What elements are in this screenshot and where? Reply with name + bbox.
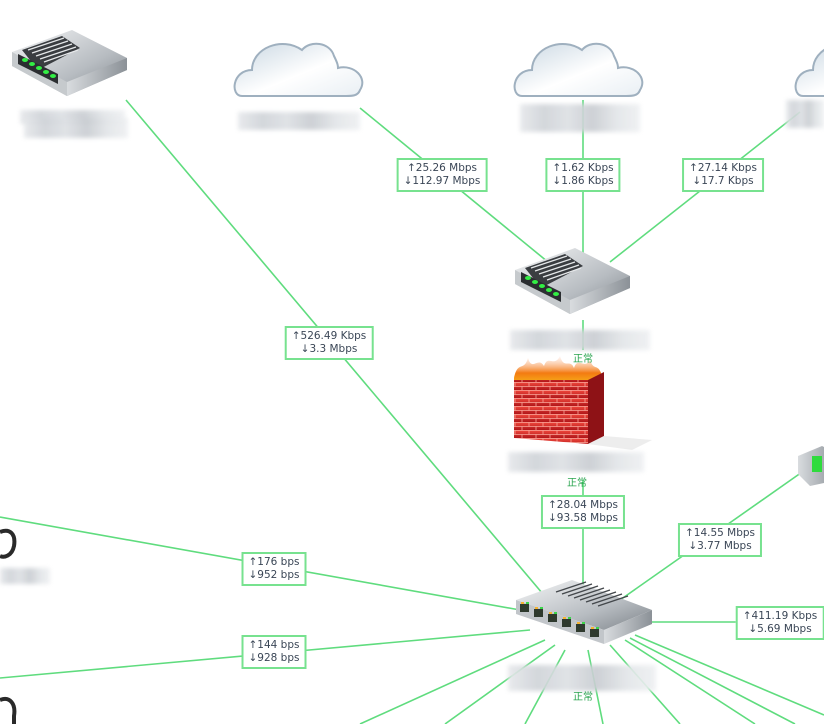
link-traffic-label[interactable]: ↑25.26 Mbps ↓112.97 Mbps xyxy=(396,158,488,192)
device-icon[interactable] xyxy=(0,528,17,559)
link-traffic-label[interactable]: ↑144 bps ↓928 bps xyxy=(241,635,307,669)
link-traffic-label[interactable]: ↑1.62 Kbps ↓1.86 Kbps xyxy=(545,158,621,192)
upload-rate: ↑27.14 Kbps xyxy=(689,162,757,174)
node-label-redacted xyxy=(786,100,824,128)
link-traffic-label[interactable]: ↑526.49 Kbps ↓3.3 Mbps xyxy=(284,326,374,360)
node-status-switch: 正常 xyxy=(573,692,593,703)
link-fanout[interactable] xyxy=(624,639,756,724)
upload-rate: ↑526.49 Kbps xyxy=(291,330,367,342)
link-fanout[interactable] xyxy=(634,634,824,716)
download-rate: ↓952 bps xyxy=(248,569,300,581)
download-rate: ↓17.7 Kbps xyxy=(692,175,754,187)
node-status-firewall: 正常 xyxy=(567,478,587,489)
node-label-redacted xyxy=(508,665,656,691)
device-icon[interactable] xyxy=(0,697,17,724)
node-label-redacted xyxy=(520,104,640,132)
node-label-redacted xyxy=(508,452,644,472)
download-rate: ↓93.58 Mbps xyxy=(547,512,619,524)
link-traffic-label[interactable]: ↑14.55 Mbps ↓3.77 Mbps xyxy=(677,523,763,557)
download-rate: ↓5.69 Mbps xyxy=(748,623,812,635)
link-fanout[interactable] xyxy=(359,639,546,724)
upload-rate: ↑1.62 Kbps xyxy=(552,162,614,174)
switch-icon[interactable] xyxy=(516,580,652,644)
node-status-router: 正常 xyxy=(573,354,593,365)
link-traffic-label[interactable]: ↑28.04 Mbps ↓93.58 Mbps xyxy=(540,495,626,529)
upload-rate: ↑28.04 Mbps xyxy=(547,499,619,511)
link-traffic-label[interactable]: ↑411.19 Kbps ↓5.69 Mbps xyxy=(735,606,824,640)
node-label-redacted xyxy=(510,330,650,350)
download-rate: ↓112.97 Mbps xyxy=(403,175,481,187)
node-label-redacted xyxy=(0,568,50,584)
upload-rate: ↑144 bps xyxy=(248,639,300,651)
link-traffic-label[interactable]: ↑176 bps ↓952 bps xyxy=(241,552,307,586)
cloud-icon[interactable] xyxy=(513,42,644,97)
node-label-redacted xyxy=(238,112,360,130)
switch-icon[interactable] xyxy=(798,446,824,486)
download-rate: ↓3.77 Mbps xyxy=(688,540,752,552)
upload-rate: ↑411.19 Kbps xyxy=(742,610,818,622)
link-fanout[interactable] xyxy=(444,644,556,724)
router-icon[interactable] xyxy=(12,30,127,96)
download-rate: ↓1.86 Kbps xyxy=(552,175,614,187)
upload-rate: ↑25.26 Mbps xyxy=(406,162,478,174)
router-icon[interactable] xyxy=(515,248,630,314)
upload-rate: ↑14.55 Mbps xyxy=(684,527,756,539)
download-rate: ↓928 bps xyxy=(248,652,300,664)
links-layer xyxy=(0,99,824,724)
link-fanout[interactable] xyxy=(629,637,796,724)
cloud-icon[interactable] xyxy=(794,44,824,97)
firewall-icon[interactable] xyxy=(514,356,652,450)
cloud-icon[interactable] xyxy=(233,42,364,97)
download-rate: ↓3.3 Mbps xyxy=(300,343,358,355)
link-traffic-label[interactable]: ↑27.14 Kbps ↓17.7 Kbps xyxy=(682,158,764,192)
upload-rate: ↑176 bps xyxy=(248,556,300,568)
node-label-redacted xyxy=(24,118,128,138)
